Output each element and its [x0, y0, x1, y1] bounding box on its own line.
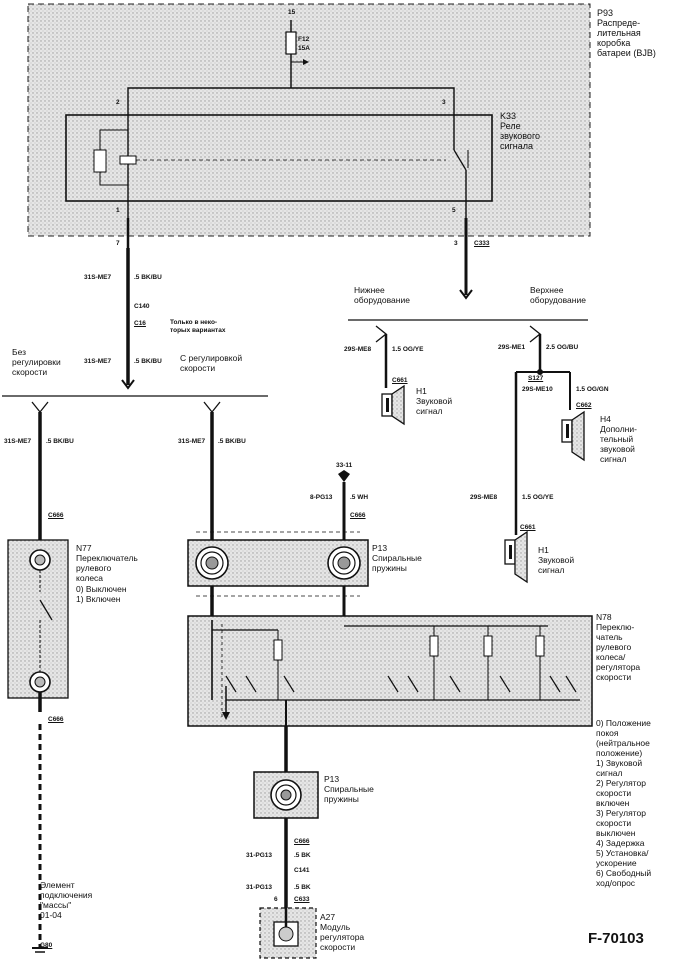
wire-31-pg13-a: 31-PG13 [246, 852, 273, 859]
wire-8-pg13: 8-PG13 [310, 494, 333, 501]
wire-ogye-a: 1.5 OG/YE [392, 346, 424, 353]
k33-label: K33 Реле звукового сигнала [500, 111, 541, 151]
horn-h4-label: H4 Дополни- тельный звуковой сигнал [600, 414, 637, 464]
wire-29s-me8-a: 29S-ME8 [344, 346, 372, 353]
clock-spring-lower-label: P13 Спиральные пружины [324, 774, 374, 804]
wire-bkbu-left: .5 BK/BU [46, 438, 74, 445]
connector-c666-b: C666 [48, 716, 64, 723]
without-cruise-label: Без регулировки скорости [12, 347, 61, 377]
connector-c666-c: C666 [350, 512, 366, 519]
horn-relay-box [65, 114, 493, 202]
wire-bkbu-a: .5 BK/BU [134, 274, 162, 281]
wire-31s-me7-mid: 31S-ME7 [178, 438, 206, 445]
wire-bk-b: .5 BK [294, 884, 311, 891]
relay-pin-3: 3 [442, 99, 446, 106]
module-a27-label: A27 Модуль регулятора скорости [320, 912, 365, 952]
connector-c333: C333 [474, 240, 490, 247]
note-some-versions: Только в неко- торых вариантах [170, 319, 226, 334]
wire-31s-me7-a: 31S-ME7 [84, 274, 112, 281]
switch-n78 [187, 615, 593, 727]
connector-c633: C633 [294, 896, 310, 903]
switch-n77-label: N77 Переключатель рулевого колеса [76, 543, 138, 583]
fuse-f12-label: F12 [298, 36, 310, 43]
fuse-f12 [285, 31, 297, 55]
wire-bkbu-mid: .5 BK/BU [218, 438, 246, 445]
wire-29s-me10: 29S-ME10 [522, 386, 553, 393]
upper-equipment-label: Верхнее оборудование [530, 285, 586, 305]
p93-label: P93 Распреде- лительная коробка батареи … [597, 8, 656, 58]
fuse-rating-label: 15A [298, 45, 310, 52]
wire-bk-a: .5 BK [294, 852, 311, 859]
pin-15-label: 15 [288, 9, 296, 16]
pin-33-11: 33-11 [336, 462, 353, 469]
wire-31s-me7-left: 31S-ME7 [4, 438, 32, 445]
switch-n78-positions: 0) Положение покоя (нейтральное положени… [596, 718, 652, 888]
pin-6: 6 [274, 896, 278, 903]
connector-c661-b: C661 [520, 524, 536, 531]
splice-s127: S127 [528, 375, 544, 382]
horn-h1-upper [514, 530, 528, 584]
horn-h1-upper-label: H1 Звуковой сигнал [538, 545, 575, 575]
horn-h1-lower-label: H1 Звуковой сигнал [416, 386, 453, 416]
connector-c666-d: C666 [294, 838, 310, 845]
horn-h4 [571, 410, 585, 462]
clock-spring-upper-label: P13 Спиральные пружины [372, 543, 422, 573]
lower-equipment-label: Нижнее оборудование [354, 285, 410, 305]
cruise-module-a27 [259, 907, 317, 959]
wire-wh: .5 WH [350, 494, 369, 501]
relay-pin-2: 2 [116, 99, 120, 106]
wire-31s-me7-b: 31S-ME7 [84, 358, 112, 365]
connector-c140: C140 [134, 303, 150, 310]
wire-29s-me8-b: 29S-ME8 [470, 494, 498, 501]
connector-c661-a: C661 [392, 377, 408, 384]
connector-c16: C16 [134, 320, 146, 327]
switch-n77-positions: 0) Выключен 1) Включен [76, 584, 127, 604]
figure-id: F-70103 [588, 930, 644, 947]
wire-pin-7: 7 [116, 240, 120, 247]
wire-bkbu-b: .5 BK/BU [134, 358, 162, 365]
connector-c666-a: C666 [48, 512, 64, 519]
wire-31-pg13-b: 31-PG13 [246, 884, 273, 891]
wire-oggn: 1.5 OG/GN [576, 386, 609, 393]
wire-ogye-b: 1.5 OG/YE [522, 494, 554, 501]
wire-pin-3: 3 [454, 240, 458, 247]
connector-c662: C662 [576, 402, 592, 409]
relay-coil [93, 149, 107, 173]
wire-29s-me1: 29S-ME1 [498, 344, 526, 351]
with-cruise-label: С регулировкой скорости [180, 353, 243, 373]
horn-h1-lower [391, 384, 405, 426]
relay-pin-5: 5 [452, 207, 456, 214]
connector-c141: C141 [294, 867, 310, 874]
ground-element-label: Элемент подключения "массы" 01-04 [40, 880, 93, 920]
switch-n78-label: N78 Переклю- чатель рулевого колеса/ рег… [596, 612, 641, 682]
relay-pin-1: 1 [116, 207, 120, 214]
ground-g80: G80 [40, 942, 53, 949]
wire-ogbu: 2.5 OG/BU [546, 344, 579, 351]
